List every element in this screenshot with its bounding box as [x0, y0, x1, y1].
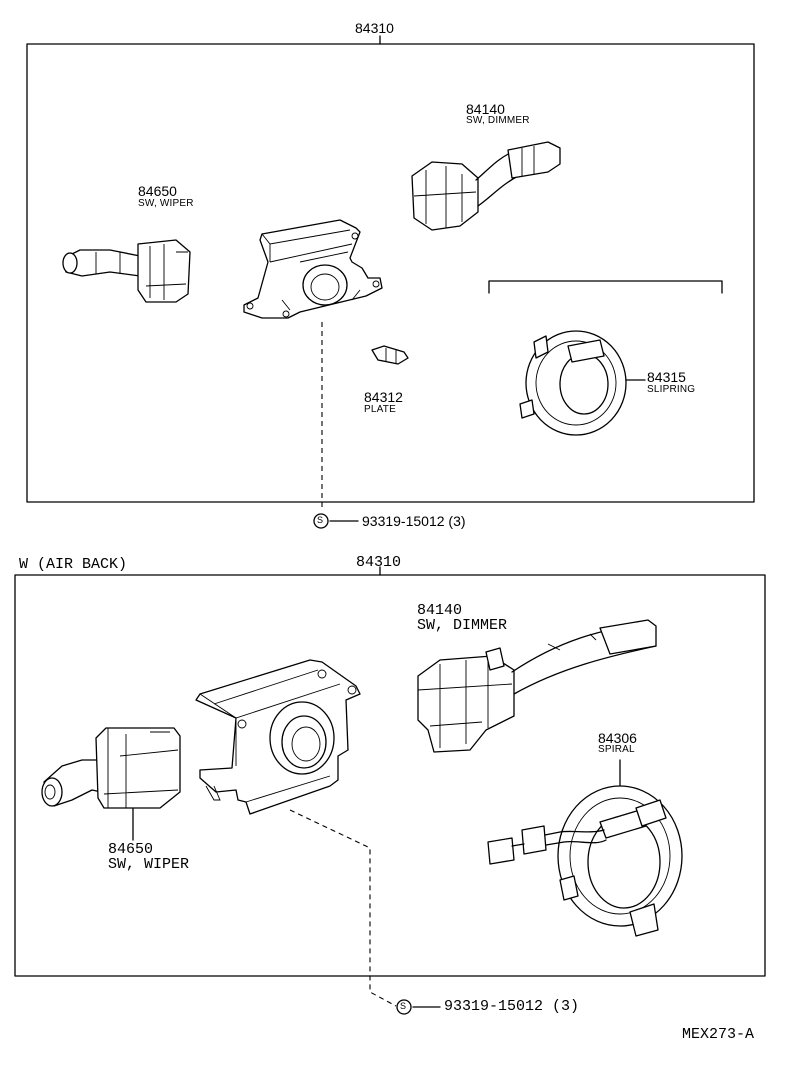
slipring-bracket [488, 280, 723, 294]
lower-switch-body-drawing [195, 659, 361, 815]
upper-wiper-name: SW, WIPER [138, 198, 194, 209]
lower-spiral-drawing [487, 759, 683, 937]
upper-plate-drawing [371, 345, 409, 365]
diagram-code: MEX273-A [682, 1026, 755, 1043]
lower-screw-symbol: S [400, 1001, 407, 1011]
upper-screw-part-number: 93319-15012 (3) [362, 513, 466, 529]
upper-dimmer-name: SW, DIMMER [466, 115, 530, 126]
lower-assembly-frame [14, 566, 766, 977]
lower-wiper-part-number: 84650 [108, 841, 154, 858]
upper-slipring-part-number: 84315 [647, 369, 686, 385]
lower-wiper-switch-drawing [41, 727, 181, 841]
upper-wiper-part-number: 84650 [138, 183, 177, 199]
upper-dimmer-part-number: 84140 [466, 101, 505, 117]
upper-assembly-number: 84310 [355, 20, 394, 36]
lower-screw-leader [289, 809, 441, 1015]
upper-switch-body-drawing [243, 219, 383, 319]
lower-variant-label: W (AIR BACK) [19, 556, 128, 573]
upper-screw-leader [313, 322, 359, 529]
upper-plate-part-number: 84312 [364, 389, 403, 405]
upper-assembly-frame [26, 35, 755, 503]
lower-spiral-part-number: 84306 [598, 730, 637, 746]
lower-dimmer-name: SW, DIMMER [417, 617, 508, 634]
lower-wiper-name: SW, WIPER [108, 856, 190, 873]
upper-dimmer-switch-drawing [411, 141, 561, 231]
lower-screw-part-number: 93319-15012 (3) [444, 998, 580, 1015]
upper-screw-symbol: S [317, 515, 324, 525]
upper-wiper-switch-drawing [62, 239, 191, 303]
upper-slipring-drawing [519, 330, 646, 436]
lower-dimmer-switch-drawing [417, 619, 657, 753]
lower-assembly-number: 84310 [356, 554, 402, 571]
upper-plate-name: PLATE [364, 404, 396, 415]
lower-spiral-name: SPIRAL [598, 744, 635, 755]
lower-dimmer-part-number: 84140 [417, 602, 463, 619]
upper-slipring-name: SLIPRING [647, 384, 696, 395]
